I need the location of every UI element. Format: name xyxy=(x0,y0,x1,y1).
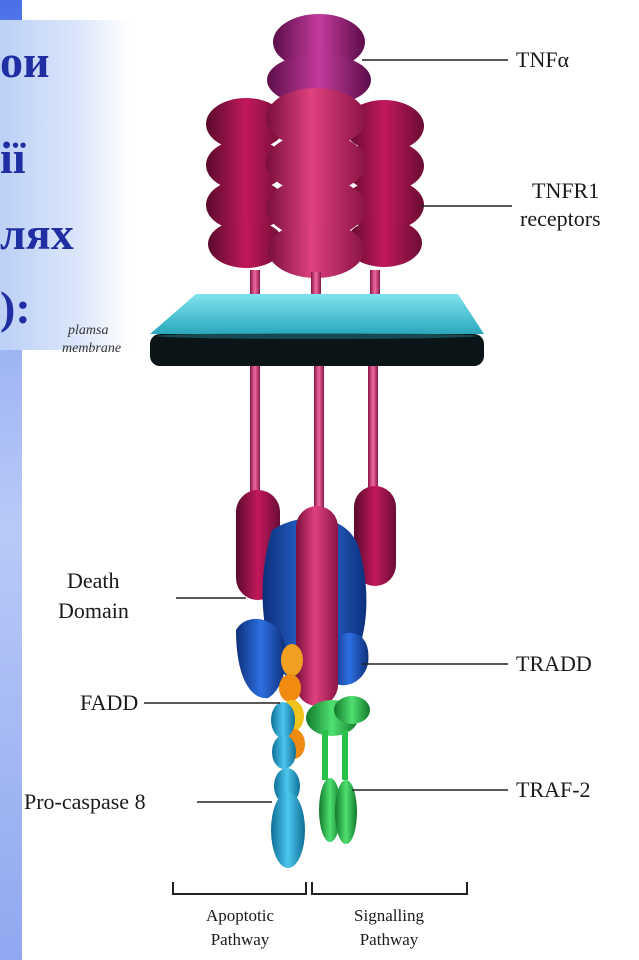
label-domain: Domain xyxy=(58,598,129,624)
pathway-brackets xyxy=(173,882,467,894)
receptor-stalk-left-lower xyxy=(250,366,260,504)
label-fadd: FADD xyxy=(80,690,138,716)
label-pro-caspase-8: Pro-caspase 8 xyxy=(24,789,146,815)
label-plamsa: plamsa xyxy=(68,322,108,339)
receptor-stalk-right-lower xyxy=(368,366,378,494)
tnfr1-receptor-center xyxy=(266,88,366,278)
label-apoptotic-pathway: Pathway xyxy=(188,930,292,950)
label-membrane: membrane xyxy=(62,340,121,357)
label-signalling: Signalling xyxy=(334,906,444,926)
receptor-stalk-center-lower xyxy=(314,366,324,518)
label-death: Death xyxy=(67,568,120,594)
label-apoptotic: Apoptotic xyxy=(188,906,292,926)
traf-2-protein xyxy=(306,696,370,844)
label-receptors: receptors xyxy=(520,206,601,232)
label-tnf-alpha: TNFα xyxy=(516,47,569,73)
label-traf-2: TRAF-2 xyxy=(516,777,591,803)
label-signalling-pathway: Pathway xyxy=(334,930,444,950)
death-domain-center xyxy=(296,506,338,706)
label-tradd: TRADD xyxy=(516,651,592,677)
label-tnfr1: TNFR1 xyxy=(532,178,599,204)
plasma-membrane xyxy=(150,294,484,366)
